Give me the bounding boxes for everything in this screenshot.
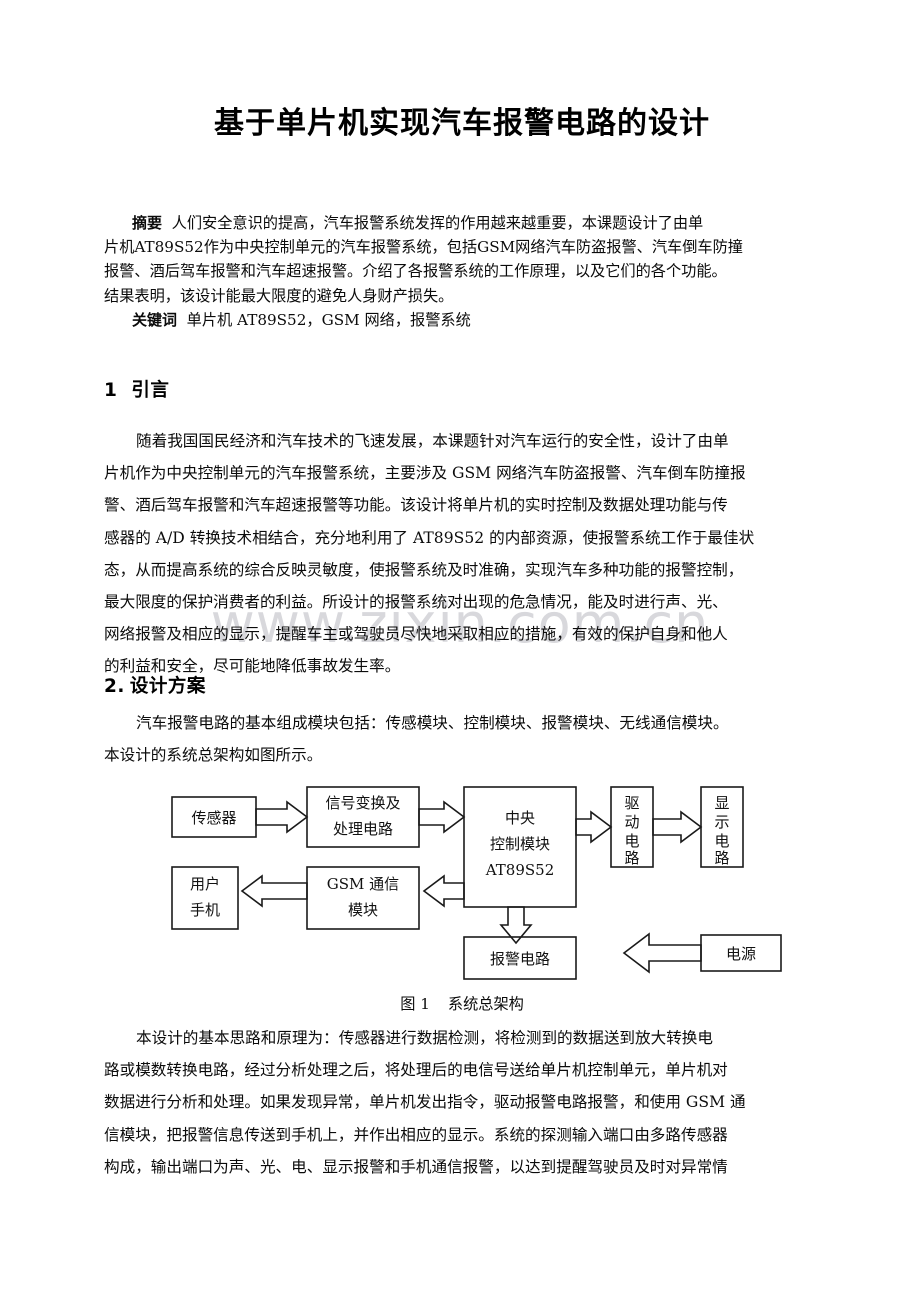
abstract-line: 报警、酒后驾车报警和汽车超速报警。介绍了各报警系统的工作原理，以及它们的各个功能… bbox=[104, 262, 727, 281]
diagram-label-phone-line2: 手机 bbox=[190, 901, 220, 919]
diagram-label-driver-c2: 动 bbox=[624, 813, 639, 831]
section-heading-introduction: 1 引言 bbox=[104, 376, 169, 402]
section-heading-design: 2.设计方案 bbox=[104, 672, 206, 698]
diagram-label-display-c1: 显 bbox=[714, 794, 729, 812]
abstract-line: 结果表明，该设计能最大限度的避免人身财产损失。 bbox=[104, 286, 454, 305]
body-line: 网络报警及相应的显示，提醒车主或驾驶员尽快地采取相应的措施，有效的保护自身和他人 bbox=[104, 625, 728, 644]
diagram-label-display-c2: 示 bbox=[714, 813, 729, 831]
paragraph-final: 本设计的基本思路和原理为：传感器进行数据检测，将检测到的数据送到放大转换电 路或… bbox=[104, 1022, 820, 1183]
block-diagram-svg: 传感器 信号变换及 处理电路 中央 控制模块 AT89S52 驱 动 电 路 显… bbox=[171, 786, 782, 980]
diagram-label-signal-line2: 处理电路 bbox=[333, 820, 393, 838]
diagram-label-mcu-line3: AT89S52 bbox=[485, 861, 554, 879]
abstract-label: 摘要 bbox=[132, 214, 163, 232]
body-line: 警、酒后驾车报警和汽车超速报警等功能。该设计将单片机的实时控制及数据处理功能与传 bbox=[104, 496, 728, 515]
diagram-label-alarm: 报警电路 bbox=[490, 950, 550, 968]
diagram-label-signal-line1: 信号变换及 bbox=[325, 794, 400, 812]
diagram-label-gsm-line2: 模块 bbox=[348, 901, 378, 919]
diagram-label-display-c4: 路 bbox=[714, 849, 729, 867]
diagram-label-gsm-line1: GSM 通信 bbox=[327, 875, 399, 893]
body-line: 构成，输出端口为声、光、电、显示报警和手机通信报警，以达到提醒驾驶员及时对异常情 bbox=[104, 1157, 728, 1176]
body-line: 路或模数转换电路，经过分析处理之后，将处理后的电信号送给单片机控制单元，单片机对 bbox=[104, 1061, 728, 1080]
abstract-block: 摘要 人们安全意识的提高，汽车报警系统发挥的作用越来越重要，本课题设计了由单 片… bbox=[104, 211, 820, 332]
abstract-line: 摘要 人们安全意识的提高，汽车报警系统发挥的作用越来越重要，本课题设计了由单 bbox=[104, 211, 820, 235]
diagram-box-user-phone bbox=[171, 866, 239, 930]
paragraph-design: 汽车报警电路的基本组成模块包括：传感模块、控制模块、报警模块、无线通信模块。 本… bbox=[104, 707, 820, 771]
body-line: 感器的 A/D 转换技术相结合，充分地利用了 AT89S52 的内部资源，使报警… bbox=[104, 528, 755, 547]
diagram-label-driver-c3: 电 bbox=[624, 832, 639, 850]
diagram-label-driver-c4: 路 bbox=[624, 849, 639, 867]
arrow-power-supply bbox=[622, 932, 702, 974]
section-title: 引言 bbox=[131, 380, 170, 401]
keywords-text: 单片机 AT89S52，GSM 网络，报警系统 bbox=[186, 310, 471, 329]
figure-caption-text: 系统总架构 bbox=[447, 995, 524, 1013]
arrow-mcu-to-gsm bbox=[422, 874, 465, 908]
arrow-driver-to-display bbox=[652, 810, 703, 844]
body-line: 态，从而提高系统的综合反映灵敏度，使报警系统及时准确，实现汽车多种功能的报警控制… bbox=[104, 560, 744, 579]
figure-system-architecture: 传感器 信号变换及 处理电路 中央 控制模块 AT89S52 驱 动 电 路 显… bbox=[104, 779, 820, 991]
arrow-sensor-to-signal bbox=[255, 800, 309, 834]
body-line: 汽车报警电路的基本组成模块包括：传感模块、控制模块、报警模块、无线通信模块。 bbox=[136, 714, 729, 732]
diagram-label-sensor: 传感器 bbox=[191, 809, 236, 827]
figure-caption: 图 1 系统总架构 bbox=[104, 992, 820, 1014]
body-line: 信模块，把报警信息传送到手机上，并作出相应的显示。系统的探测输入端口由多路传感器 bbox=[104, 1125, 728, 1144]
section-title: 设计方案 bbox=[129, 676, 206, 697]
body-line: 本设计的系统总架构如图所示。 bbox=[104, 746, 323, 765]
page-watermark: www.zixin.com.cn bbox=[210, 592, 710, 655]
diagram-label-power: 电源 bbox=[726, 945, 756, 963]
diagram-label-mcu-line1: 中央 bbox=[505, 809, 535, 827]
body-line: 最大限度的保护消费者的利益。所设计的报警系统对出现的危急情况，能及时进行声、光、 bbox=[104, 593, 728, 612]
diagram-label-display-c3: 电 bbox=[714, 832, 729, 850]
arrow-mcu-to-driver bbox=[575, 810, 613, 844]
diagram-label-driver-c1: 驱 bbox=[624, 794, 639, 812]
diagram-label-mcu-line2: 控制模块 bbox=[490, 835, 550, 853]
body-line: 片机作为中央控制单元的汽车报警系统，主要涉及 GSM 网络汽车防盗报警、汽车倒车… bbox=[104, 464, 746, 483]
section-number: 1 bbox=[104, 380, 118, 401]
figure-caption-number: 图 1 bbox=[400, 995, 430, 1013]
body-line: 的利益和安全，尽可能地降低事故发生率。 bbox=[104, 657, 401, 676]
body-line: 随着我国国民经济和汽车技术的飞速发展，本课题针对汽车运行的安全性，设计了由单 bbox=[136, 432, 729, 450]
page-title: 基于单片机实现汽车报警电路的设计 bbox=[214, 106, 710, 141]
keywords-label: 关键词 bbox=[132, 310, 178, 329]
abstract-line: 片机AT89S52作为中央控制单元的汽车报警系统，包括GSM网络汽车防盗报警、汽… bbox=[104, 238, 743, 257]
abstract-text: 人们安全意识的提高，汽车报警系统发挥的作用越来越重要，本课题设计了由单 bbox=[171, 214, 704, 232]
paragraph-introduction: 随着我国国民经济和汽车技术的飞速发展，本课题针对汽车运行的安全性，设计了由单 片… bbox=[104, 425, 820, 683]
keywords-line: 关键词 单片机 AT89S52，GSM 网络，报警系统 bbox=[104, 308, 820, 332]
section-number: 2. bbox=[104, 676, 125, 697]
arrow-gsm-to-phone bbox=[240, 874, 308, 908]
body-line: 本设计的基本思路和原理为：传感器进行数据检测，将检测到的数据送到放大转换电 bbox=[136, 1029, 713, 1047]
arrow-mcu-to-alarm bbox=[499, 906, 533, 945]
body-line: 数据进行分析和处理。如果发现异常，单片机发出指令，驱动报警电路报警，和使用 GS… bbox=[104, 1093, 746, 1112]
diagram-label-phone-line1: 用户 bbox=[190, 875, 220, 893]
arrow-signal-to-mcu bbox=[418, 800, 466, 834]
